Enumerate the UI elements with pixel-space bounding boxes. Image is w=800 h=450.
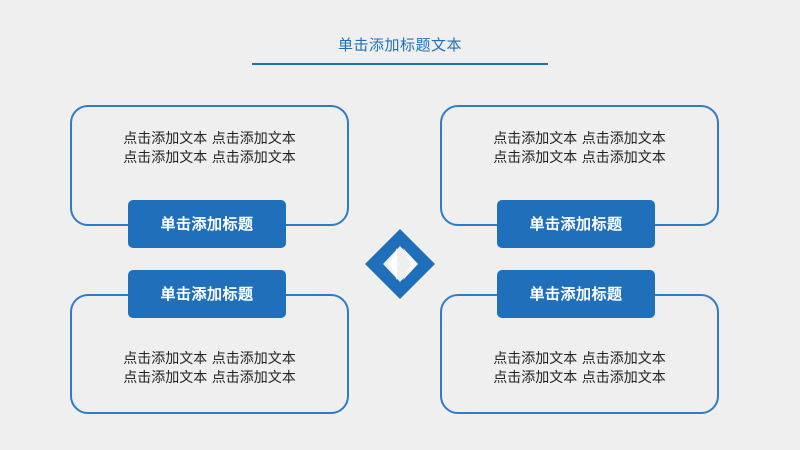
panel-heading-bottom-right[interactable]: 单击添加标题: [497, 270, 655, 318]
panel-heading-top-left[interactable]: 单击添加标题: [128, 200, 286, 248]
panel-body-top-left[interactable]: 点击添加文本 点击添加文本 点击添加文本 点击添加文本: [70, 130, 349, 168]
title-underline: [252, 63, 548, 65]
panel-body-line: 点击添加文本 点击添加文本: [493, 131, 666, 147]
panel-body-line: 点击添加文本 点击添加文本: [123, 150, 296, 166]
panel-heading-bottom-left[interactable]: 单击添加标题: [128, 270, 286, 318]
panel-body-line: 点击添加文本 点击添加文本: [493, 150, 666, 166]
diamond-chevron-icon: [365, 229, 435, 299]
panel-body-line: 点击添加文本 点击添加文本: [493, 370, 666, 386]
panel-heading-top-right[interactable]: 单击添加标题: [497, 200, 655, 248]
panel-body-line: 点击添加文本 点击添加文本: [123, 351, 296, 367]
panel-body-line: 点击添加文本 点击添加文本: [123, 131, 296, 147]
panel-body-line: 点击添加文本 点击添加文本: [123, 370, 296, 386]
slide-title[interactable]: 单击添加标题文本: [337, 36, 462, 54]
panel-body-bottom-right[interactable]: 点击添加文本 点击添加文本 点击添加文本 点击添加文本: [440, 350, 719, 388]
panel-body-top-right[interactable]: 点击添加文本 点击添加文本 点击添加文本 点击添加文本: [440, 130, 719, 168]
panel-body-line: 点击添加文本 点击添加文本: [493, 351, 666, 367]
panel-body-bottom-left[interactable]: 点击添加文本 点击添加文本 点击添加文本 点击添加文本: [70, 350, 349, 388]
